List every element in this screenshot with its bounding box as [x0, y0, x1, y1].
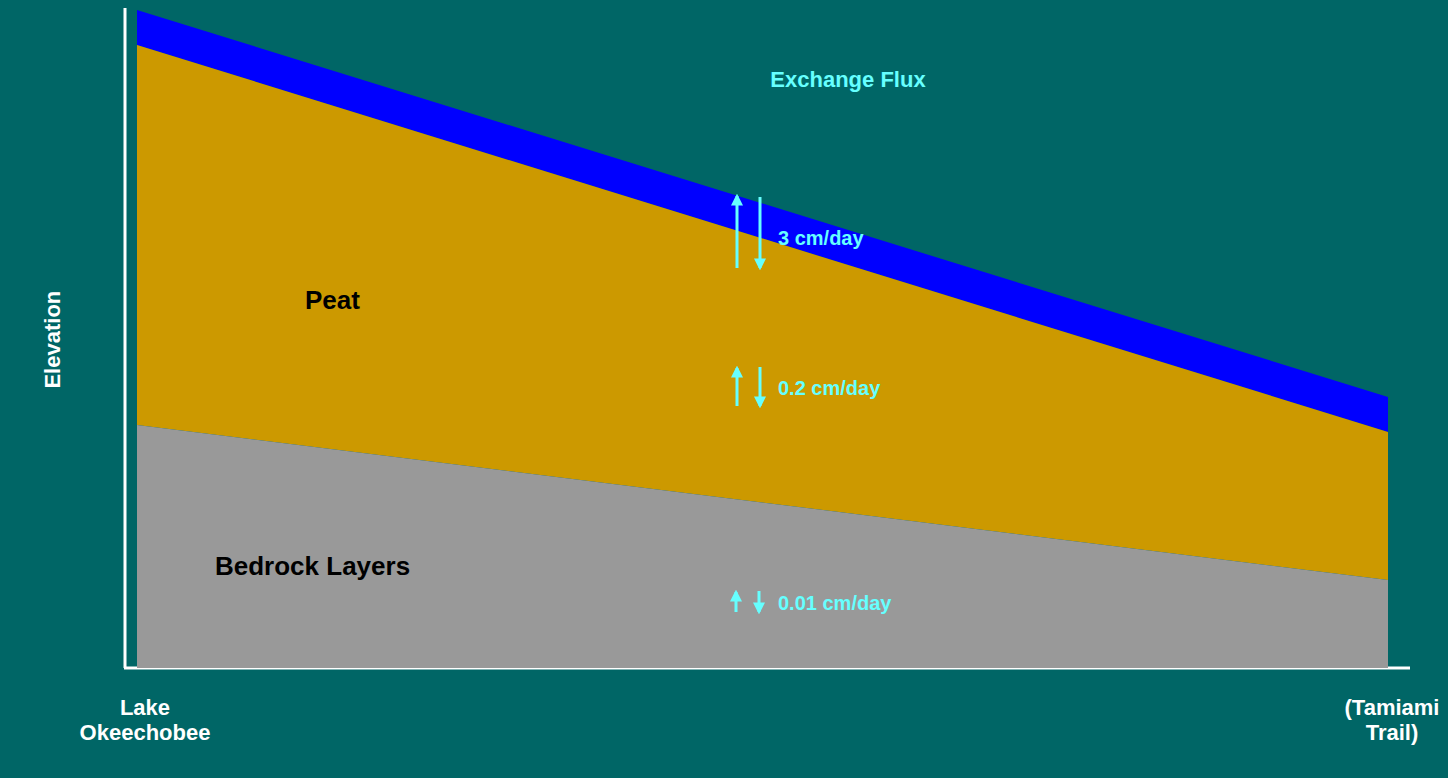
flux-value: 3 cm/day — [778, 227, 864, 250]
layer-name: Peat — [305, 285, 360, 316]
flux-title: Exchange Flux — [770, 67, 925, 92]
axis-end-label: (Tamiami Trail) — [1340, 695, 1444, 746]
up-arrow — [736, 196, 739, 268]
down-arrow — [759, 367, 762, 406]
axis-end-label: Lake Okeechobee — [70, 695, 220, 746]
flux-value: 0.01 cm/day — [778, 592, 891, 615]
band-fill — [137, 425, 1388, 668]
layer-name: Bedrock Layers — [215, 551, 410, 582]
flux-value: 0.2 cm/day — [778, 377, 880, 400]
down-arrow — [758, 591, 761, 612]
down-arrow — [759, 197, 762, 268]
y-axis — [124, 8, 127, 668]
bedrock-layer: Bedrock Layers — [137, 380, 1388, 668]
axis-title: Elevation — [40, 291, 65, 389]
up-arrow — [735, 592, 738, 612]
band-shape — [137, 380, 1388, 668]
up-arrow — [736, 368, 739, 406]
